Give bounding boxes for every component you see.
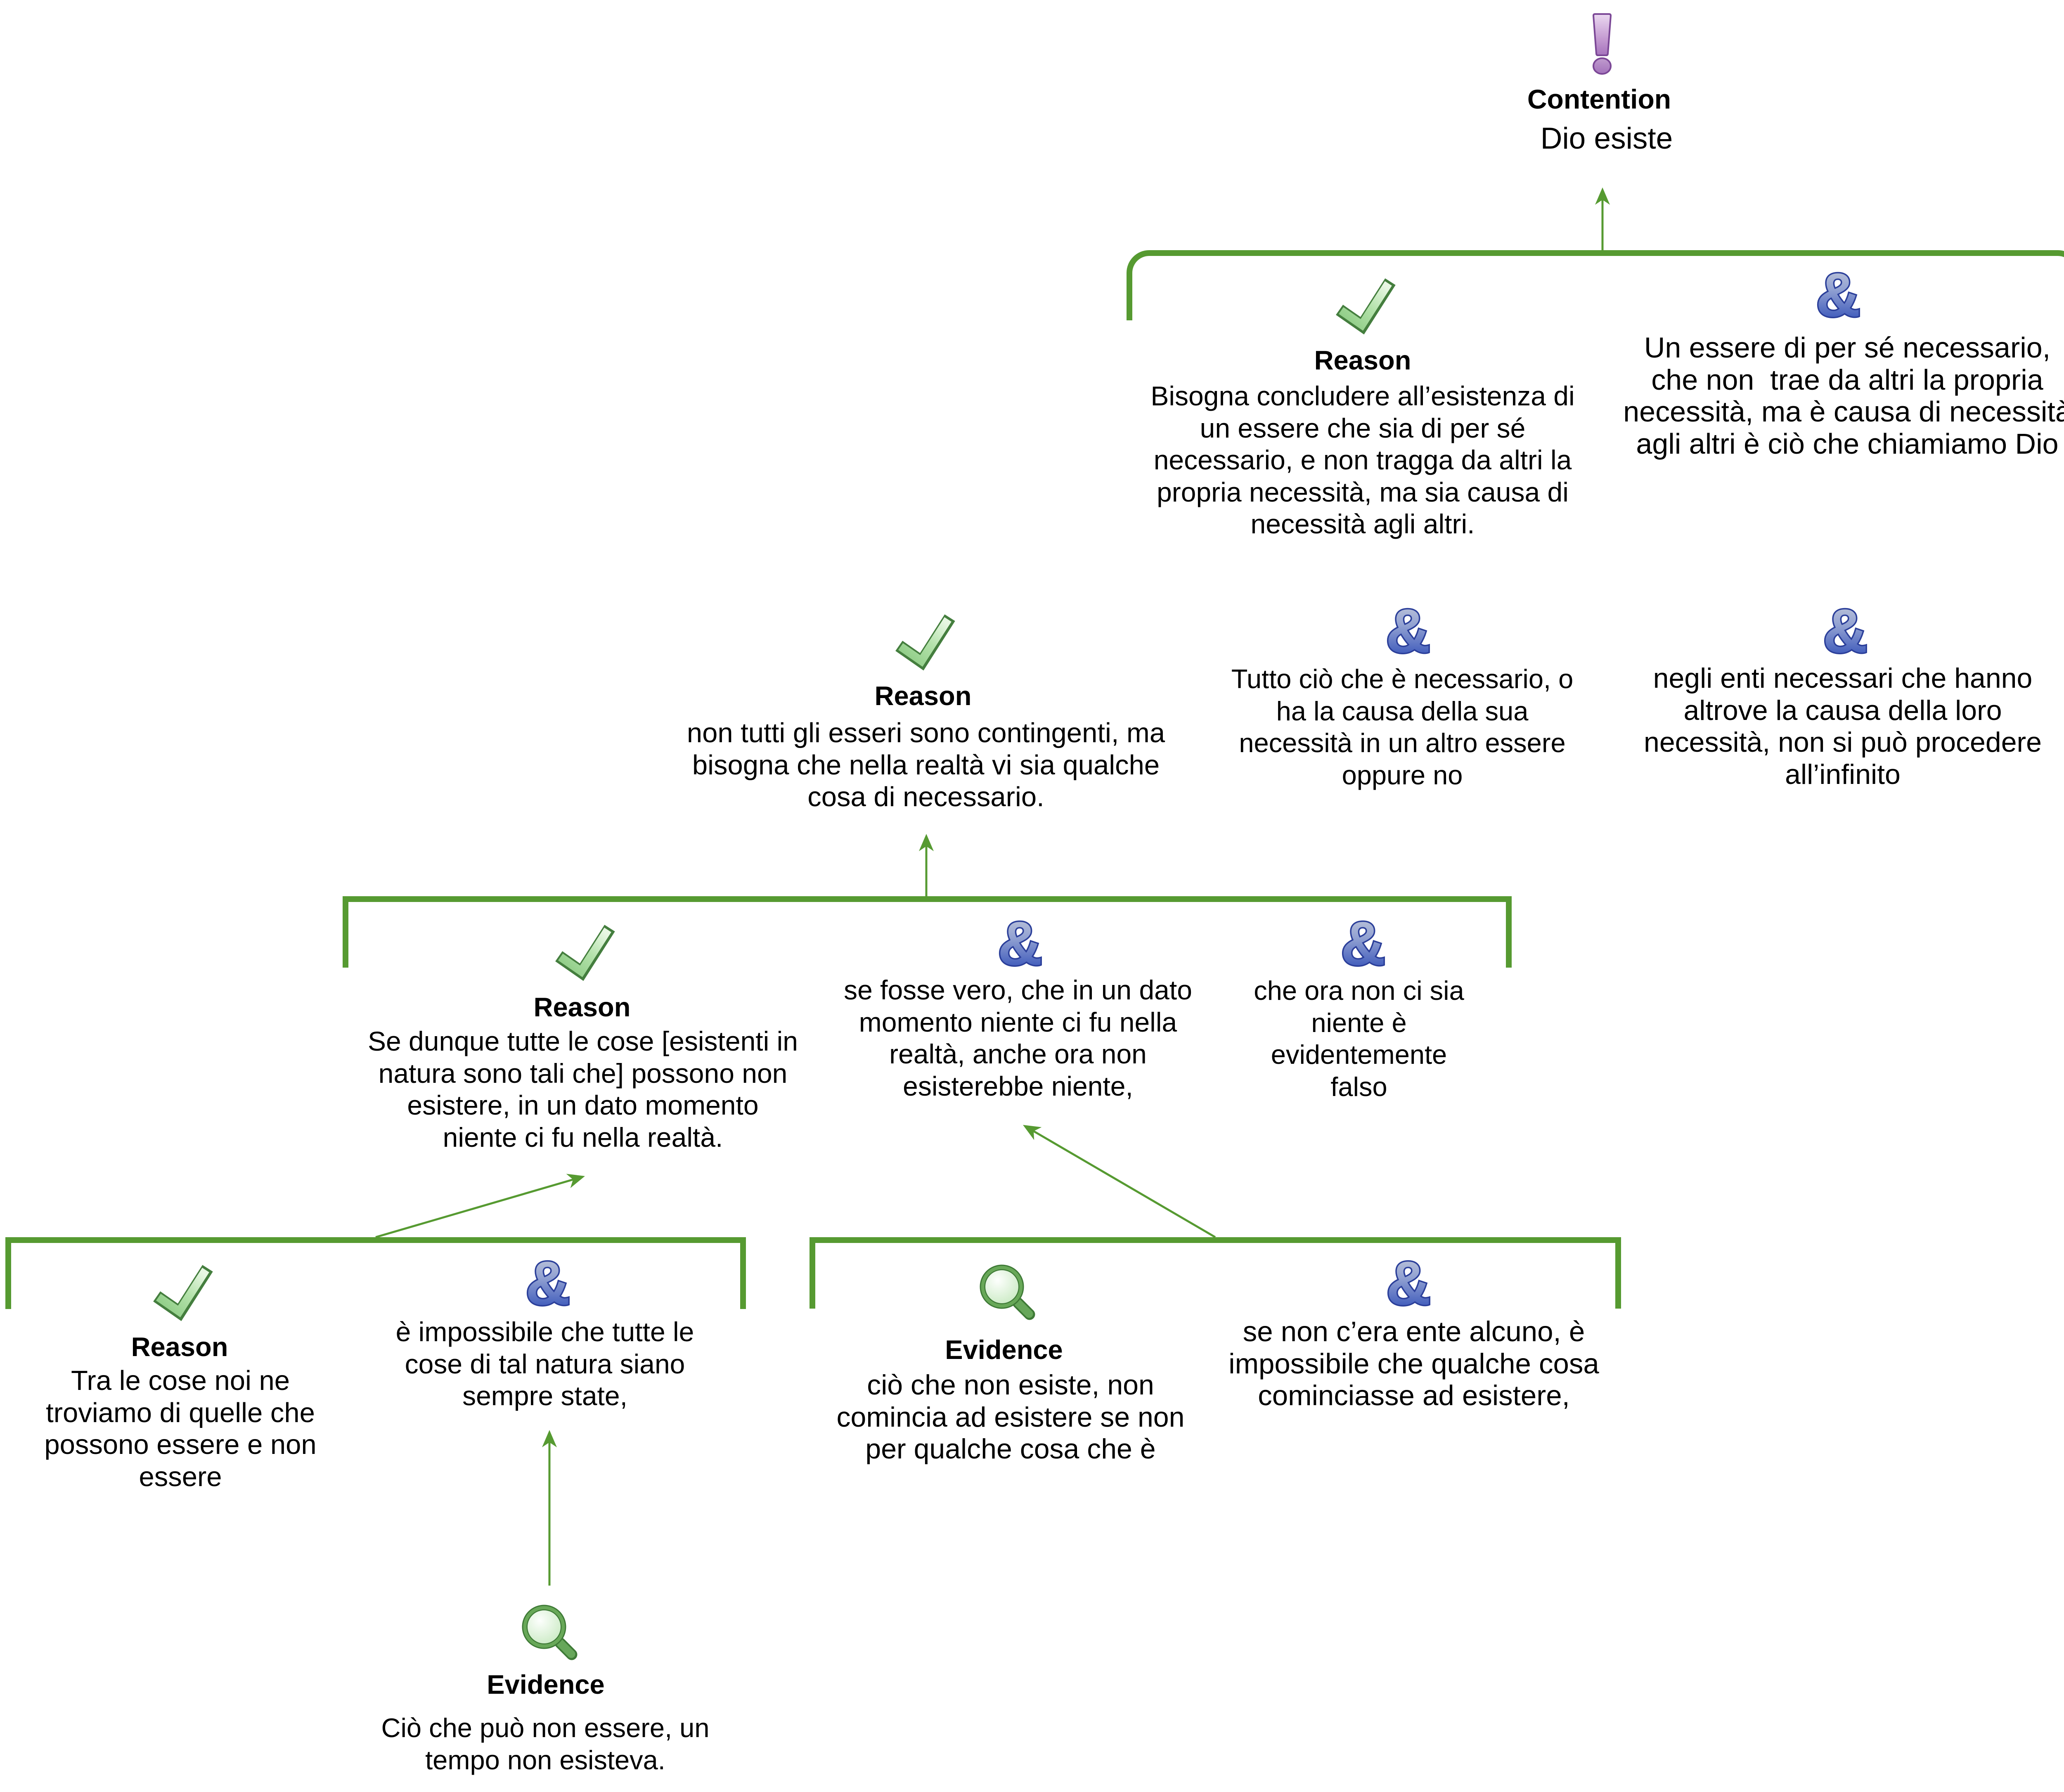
svg-text:&: & [525, 1248, 570, 1318]
svg-text:&: & [1386, 1248, 1431, 1318]
svg-text:&: & [1823, 596, 1868, 665]
svg-text:&: & [998, 909, 1042, 978]
svg-text:&: & [1341, 909, 1385, 978]
svg-text:&: & [1386, 596, 1430, 665]
svg-text:&: & [1816, 260, 1860, 329]
